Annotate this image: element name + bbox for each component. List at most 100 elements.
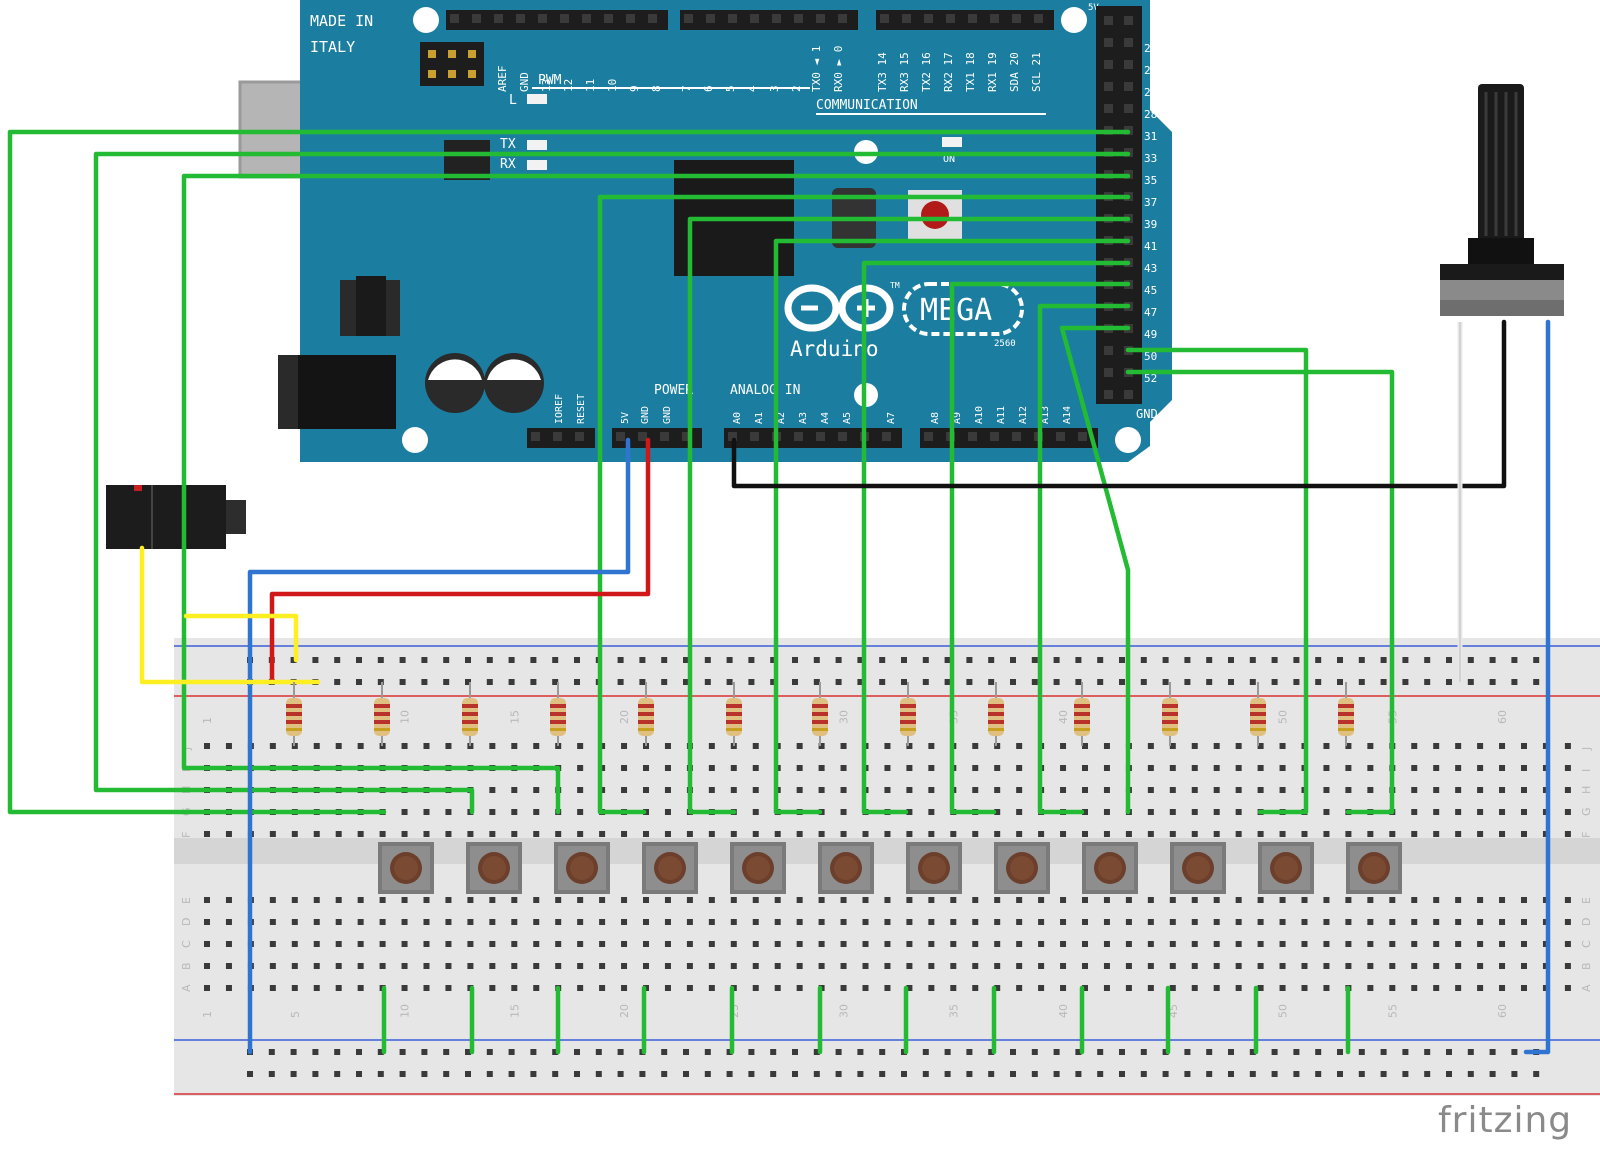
wires [7,129,1551,1055]
breadboard-hole [1358,657,1365,663]
breadboard-hole [533,743,540,749]
breadboard-hole [994,765,1001,771]
breadboard-hole [972,985,979,991]
breadboard-hole [966,1071,973,1077]
breadboard-hole [377,657,384,663]
push-button[interactable] [378,842,434,894]
breadboard-hole [1097,1071,1104,1077]
breadboard-hole [664,963,671,969]
header-pin [1104,104,1113,113]
breadboard-hole [357,897,364,903]
wire-audio [183,613,299,663]
breadboard-hole [313,831,320,837]
breadboard-hole [1147,743,1154,749]
breadboard-hole [1169,831,1176,837]
breadboard-hole [1499,787,1506,793]
usb-chip [444,140,490,180]
breadboard-hole [204,831,210,837]
breadboard-hole [1031,1049,1038,1055]
breadboard-hole [268,1049,275,1055]
breadboard-hole [1016,809,1023,815]
breadboard-hole [465,1071,471,1077]
breadboard-hole [686,897,693,903]
push-button[interactable] [818,842,874,894]
breadboard-hole [1477,831,1484,837]
push-button[interactable] [730,842,786,894]
breadboard-hole [813,1049,820,1055]
breadboard-hole [922,657,929,663]
breadboard-hole [994,985,1001,991]
breadboard-hole [312,1049,319,1055]
breadboard-hole [1016,831,1023,837]
pin-label: A1 [754,412,765,424]
breadboard-hole [884,787,891,793]
wire-gnd-black [731,319,1507,489]
breadboard-hole [508,679,515,685]
header-pin [1104,38,1113,47]
resistor [988,682,1004,746]
breadboard-hole [335,897,342,903]
pin-label: A11 [996,406,1007,424]
breadboard-hole [966,1049,973,1055]
breadboard-hole [1271,657,1278,663]
breadboard-hole [1323,941,1330,947]
push-button[interactable] [466,842,522,894]
wire-signal [773,238,1131,815]
breadboard-hole [884,897,891,903]
potentiometer[interactable] [1440,84,1564,316]
push-button[interactable] [1170,842,1226,894]
breadboard-hole [443,679,450,685]
header-pin [924,432,933,441]
push-button[interactable] [1258,842,1314,894]
breadboard-hole [423,941,430,947]
pin-label: 6 [702,85,715,92]
breadboard-hole [577,963,584,969]
gnd-label: GND [1136,407,1158,421]
push-button[interactable] [1346,842,1402,894]
breadboard-hole [1257,743,1264,749]
breadboard-hole [443,1049,450,1055]
breadboard-hole [1228,657,1234,663]
column-number: 10 [399,710,412,724]
breadboard-hole [511,985,518,991]
icsp-pin [428,70,436,78]
wire-pin-49 [1059,325,1131,815]
push-button[interactable] [994,842,1050,894]
breadboard-hole [770,657,777,663]
column-number: 1 [201,1011,214,1018]
breadboard-hole [1016,897,1023,903]
push-button[interactable] [642,842,698,894]
breadboard-hole [247,1071,253,1077]
breadboard-hole [423,809,430,815]
push-button[interactable] [906,842,962,894]
push-button[interactable] [554,842,610,894]
breadboard-hole [1477,985,1484,991]
breadboard-hole [291,897,298,903]
breadboard-hole [928,919,935,925]
breadboard-hole [972,919,979,925]
breadboard-hole [906,765,913,771]
breadboard-hole [708,941,715,947]
model-number-label: 2560 [994,339,1016,349]
push-button[interactable] [1082,842,1138,894]
breadboard-hole [813,657,820,663]
breadboard-hole [994,919,1001,925]
breadboard-hole [486,679,493,685]
breadboard-hole [1169,941,1176,947]
breadboard-hole [533,809,540,815]
breadboard-hole [928,831,935,837]
breadboard-hole [489,897,496,903]
breadboard-hole [423,743,430,749]
breadboard-hole [1016,743,1023,749]
header-pin [1012,14,1021,23]
breadboard-hole [1499,985,1506,991]
breadboard-hole [1191,809,1198,815]
row-letter: J [180,747,193,751]
breadboard-hole [1477,941,1484,947]
breadboard-hole [813,1071,820,1077]
breadboard-hole [857,1049,864,1055]
breadboard-hole [906,743,913,749]
pin-label: TX1 18 [964,52,977,92]
row-letter: B [180,962,193,970]
breadboard-hole [1521,743,1527,749]
